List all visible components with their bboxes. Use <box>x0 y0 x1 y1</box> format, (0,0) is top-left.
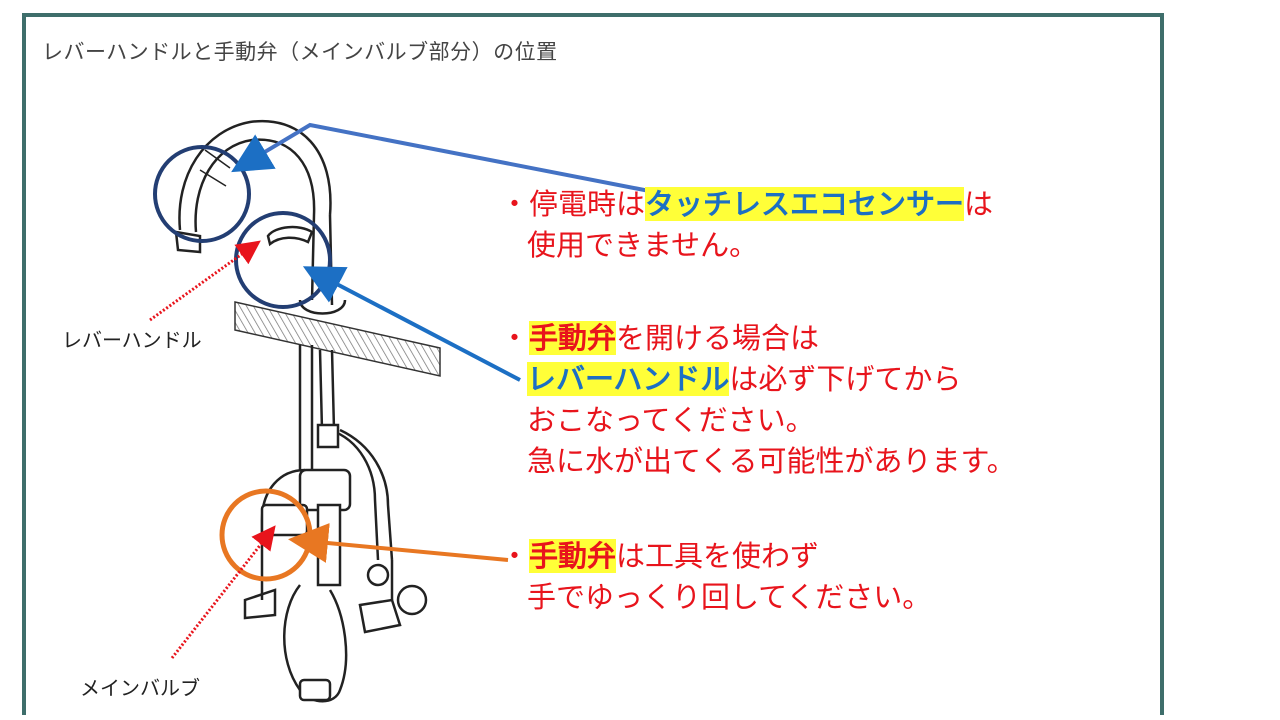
sensor-circle <box>153 145 251 243</box>
note2-line1: ・手動弁を開ける場合は <box>500 318 1016 359</box>
note1-line2: 使用できません。 <box>527 228 759 262</box>
note2-text: を開ける場合は <box>616 321 820 355</box>
note3-line2: 手でゆっくり回してください。 <box>527 580 932 614</box>
valve-callout-arrow <box>288 523 509 563</box>
manual-valve-term: 手動弁 <box>529 321 617 355</box>
lever-pointer-arrow <box>149 240 261 322</box>
note2-line3: おこなってください。 <box>527 403 815 437</box>
note2-line4: 急に水が出てくる可能性があります。 <box>527 444 1016 478</box>
note3-line1: ・手動弁は工具を使わず <box>500 536 931 577</box>
note2-text: は必ず下げてから <box>729 362 962 396</box>
bullet: ・ <box>500 539 530 573</box>
note1-text: 停電時は <box>529 187 646 221</box>
lever-term: レバーハンドル <box>527 362 730 396</box>
note3-text: は工具を使わず <box>616 539 820 573</box>
lever-callout-arrow <box>302 266 521 382</box>
note-open-valve: ・手動弁を開ける場合は レバーハンドルは必ず下げてから おこなってください。 急… <box>500 318 1016 482</box>
lever-label: レバーハンドル <box>62 328 202 352</box>
sensor-term: タッチレスエコセンサー <box>645 187 965 221</box>
main-valve-label: メインバルブ <box>80 676 200 700</box>
supply-pipes <box>243 345 428 703</box>
figure-caption: レバーハンドルと手動弁（メインバルブ部分）の位置 <box>42 40 558 64</box>
countertop <box>234 301 441 377</box>
bullet: ・ <box>500 321 530 355</box>
valve-pointer-arrow <box>170 525 276 659</box>
note-turn-by-hand: ・手動弁は工具を使わず 手でゆっくり回してください。 <box>500 536 931 618</box>
note1-line1: ・停電時はタッチレスエコセンサーは <box>500 184 993 225</box>
note1-text: は <box>964 187 994 221</box>
sensor-callout-arrow <box>231 122 676 198</box>
bullet: ・ <box>500 187 530 221</box>
note2-line2: レバーハンドルは必ず下げてから <box>500 359 1016 400</box>
note-power-outage: ・停電時はタッチレスエコセンサーは 使用できません。 <box>500 184 993 266</box>
manual-valve-term: 手動弁 <box>529 539 617 573</box>
